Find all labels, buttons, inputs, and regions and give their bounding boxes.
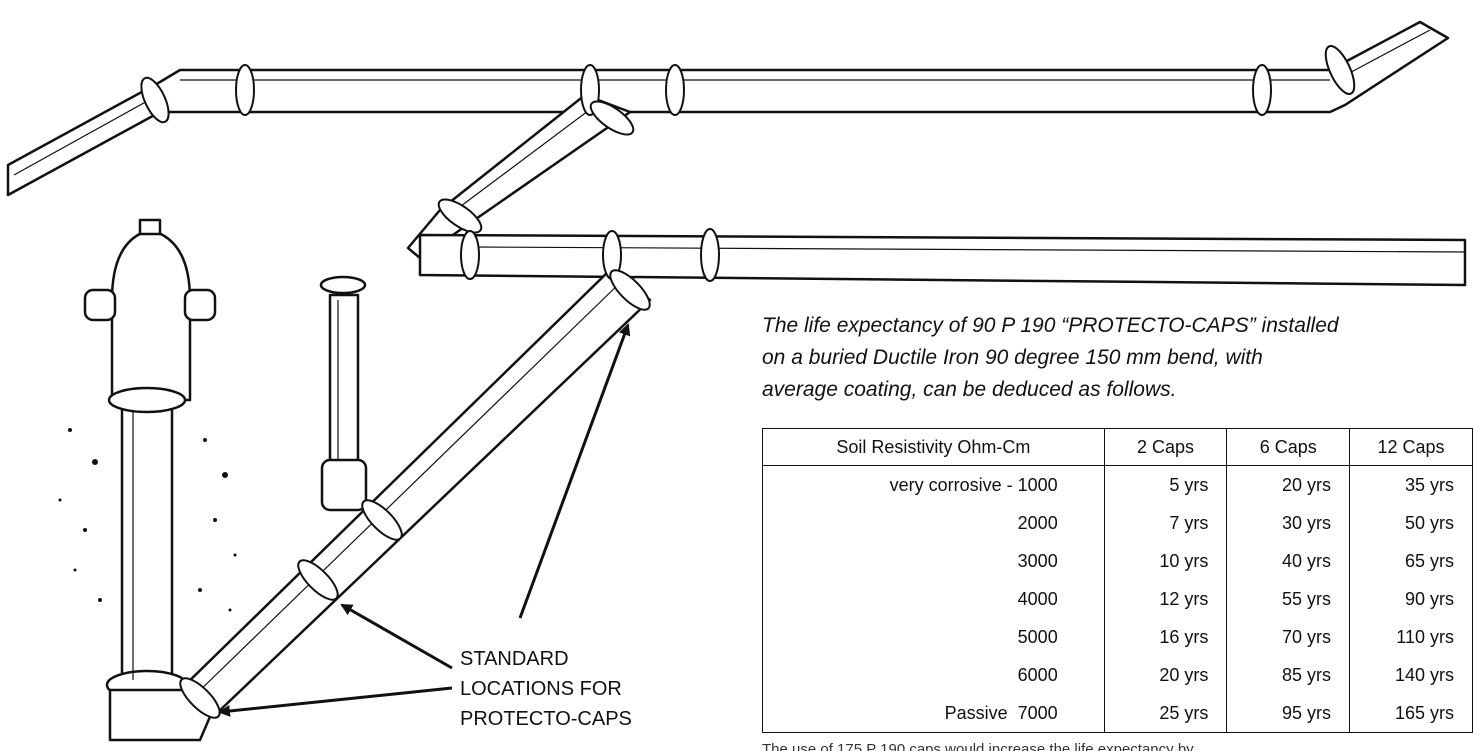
table-header-row: Soil Resistivity Ohm-Cm 2 Caps 6 Caps 12… xyxy=(762,428,1473,466)
table-row: Passive 7000 25 yrs 95 yrs 165 yrs xyxy=(763,694,1473,733)
caption-line: average coating, can be deduced as follo… xyxy=(762,378,1177,401)
table-cell: 85 yrs xyxy=(1226,656,1350,694)
hydrant xyxy=(83,218,217,742)
table-cell: 4000 xyxy=(1017,588,1058,609)
table-cell: 165 yrs xyxy=(1349,694,1473,733)
header-12-caps: 12 Caps xyxy=(1349,428,1473,466)
standard-locations-label: STANDARD LOCATIONS FOR PROTECTO-CAPS xyxy=(460,644,632,734)
table-cell: 2000 xyxy=(1017,512,1058,533)
table-cell: 95 yrs xyxy=(1226,694,1350,733)
callout-line: STANDARD xyxy=(460,648,569,670)
table-cell: 20 yrs xyxy=(1103,656,1227,694)
header-soil-resistivity: Soil Resistivity Ohm-Cm xyxy=(762,428,1105,466)
table-cell: very corrosive - 1000 xyxy=(889,474,1058,495)
table-row: 3000 10 yrs 40 yrs 65 yrs xyxy=(763,542,1473,580)
table-cell: 25 yrs xyxy=(1103,694,1227,733)
table-cell: 35 yrs xyxy=(1349,465,1473,504)
table-cell: 30 yrs xyxy=(1226,504,1350,542)
table-cell: 20 yrs xyxy=(1226,465,1350,504)
table-row: 5000 16 yrs 70 yrs 110 yrs xyxy=(763,618,1473,656)
table-row: 2000 7 yrs 30 yrs 50 yrs xyxy=(763,504,1473,542)
table-cell: 10 yrs xyxy=(1103,542,1227,580)
life-expectancy-table: Soil Resistivity Ohm-Cm 2 Caps 6 Caps 12… xyxy=(762,428,1473,733)
table-cell: 110 yrs xyxy=(1349,618,1473,656)
lower-main-pipe xyxy=(418,233,1467,287)
table-cell: 5000 xyxy=(1017,626,1058,647)
soil-texture xyxy=(58,428,237,612)
table-cell: 6000 xyxy=(1017,664,1058,685)
table-cell: 65 yrs xyxy=(1349,542,1473,580)
cap-rings xyxy=(140,45,1356,719)
callout-line: LOCATIONS FOR xyxy=(460,678,622,700)
table-cell: Passive 7000 xyxy=(944,702,1058,723)
table-cell: 50 yrs xyxy=(1349,504,1473,542)
table-cell: 140 yrs xyxy=(1349,656,1473,694)
life-expectancy-caption: The life expectancy of 90 P 190 “PROTECT… xyxy=(762,310,1462,406)
header-2-caps: 2 Caps xyxy=(1103,428,1227,466)
header-6-caps: 6 Caps xyxy=(1226,428,1350,466)
caption-line: The life expectancy of 90 P 190 “PROTECT… xyxy=(762,314,1339,337)
table-row: 6000 20 yrs 85 yrs 140 yrs xyxy=(763,656,1473,694)
table-cell: 90 yrs xyxy=(1349,580,1473,618)
table-cell: 40 yrs xyxy=(1226,542,1350,580)
upper-main-pipe xyxy=(6,20,1450,197)
table-cell: 12 yrs xyxy=(1103,580,1227,618)
table-cell: 70 yrs xyxy=(1226,618,1350,656)
table-cell: 3000 xyxy=(1017,550,1058,571)
table-row: very corrosive - 1000 5 yrs 20 yrs 35 yr… xyxy=(763,465,1473,504)
table-cell: 55 yrs xyxy=(1226,580,1350,618)
connector-pipe xyxy=(406,93,632,260)
table-cell: 5 yrs xyxy=(1103,465,1227,504)
callout-line: PROTECTO-CAPS xyxy=(460,708,632,730)
table-row: 4000 12 yrs 55 yrs 90 yrs xyxy=(763,580,1473,618)
table-cell: 16 yrs xyxy=(1103,618,1227,656)
footnote: The use of 175 P 190 caps would increase… xyxy=(762,741,1194,751)
table-cell: 7 yrs xyxy=(1103,504,1227,542)
valve-riser xyxy=(319,275,368,512)
callout-arrows xyxy=(218,323,631,717)
caption-line: on a buried Ductile Iron 90 degree 150 m… xyxy=(762,346,1263,369)
